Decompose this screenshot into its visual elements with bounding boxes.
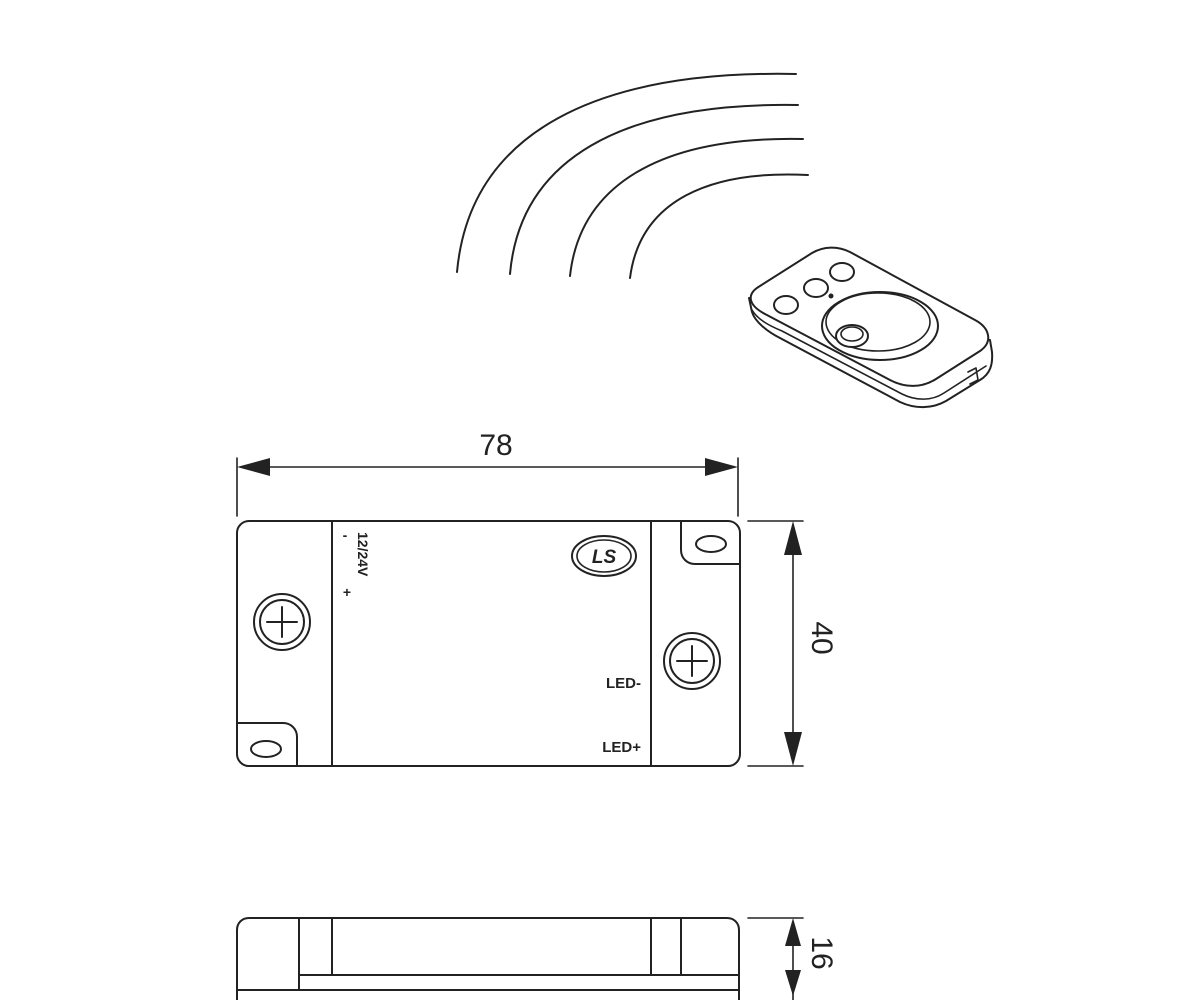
device-outline bbox=[236, 520, 741, 767]
remote-dial-button-inner bbox=[840, 326, 864, 342]
led-plus-label: LED+ bbox=[602, 739, 641, 756]
screw-right-icon bbox=[663, 632, 721, 690]
signal-wave-outer bbox=[456, 72, 797, 273]
remote-dot bbox=[828, 293, 834, 299]
width-value: 78 bbox=[479, 429, 512, 462]
remote-button-left bbox=[773, 295, 799, 315]
remote-control bbox=[748, 246, 994, 409]
voltage-label: 12/24V bbox=[355, 532, 371, 577]
remote-button-middle bbox=[803, 278, 829, 298]
mount-hole-bottom-left-icon bbox=[236, 722, 298, 767]
signal-wave-3 bbox=[569, 137, 804, 277]
signal-wave-inner bbox=[629, 173, 809, 279]
height-value: 40 bbox=[805, 621, 838, 654]
height-dimension: 40 bbox=[747, 520, 838, 767]
screw-left-icon bbox=[253, 593, 311, 651]
logo-text: LS bbox=[592, 547, 617, 568]
signal-wave-2 bbox=[509, 103, 799, 275]
device-top-view: LS 12/24V - + LED- LED+ bbox=[236, 520, 741, 767]
side-outline bbox=[236, 917, 740, 1000]
depth-dimension: 16 bbox=[747, 917, 838, 1000]
device-side-view bbox=[236, 917, 740, 1000]
led-minus-label: LED- bbox=[606, 675, 641, 692]
remote-dial-button bbox=[835, 324, 869, 348]
remote-dial-inner bbox=[825, 292, 931, 352]
width-dimension: 78 bbox=[236, 429, 739, 517]
remote-notch bbox=[967, 367, 979, 385]
remote-side-edge bbox=[751, 309, 987, 400]
ls-logo-icon: LS bbox=[571, 535, 637, 577]
depth-value: 16 bbox=[805, 936, 838, 969]
mount-hole-top-right-icon bbox=[680, 520, 741, 565]
voltage-plus-label: + bbox=[343, 584, 351, 600]
signal-waves-icon bbox=[456, 72, 809, 279]
voltage-minus-label: - bbox=[343, 527, 348, 543]
remote-button-top bbox=[829, 262, 855, 282]
